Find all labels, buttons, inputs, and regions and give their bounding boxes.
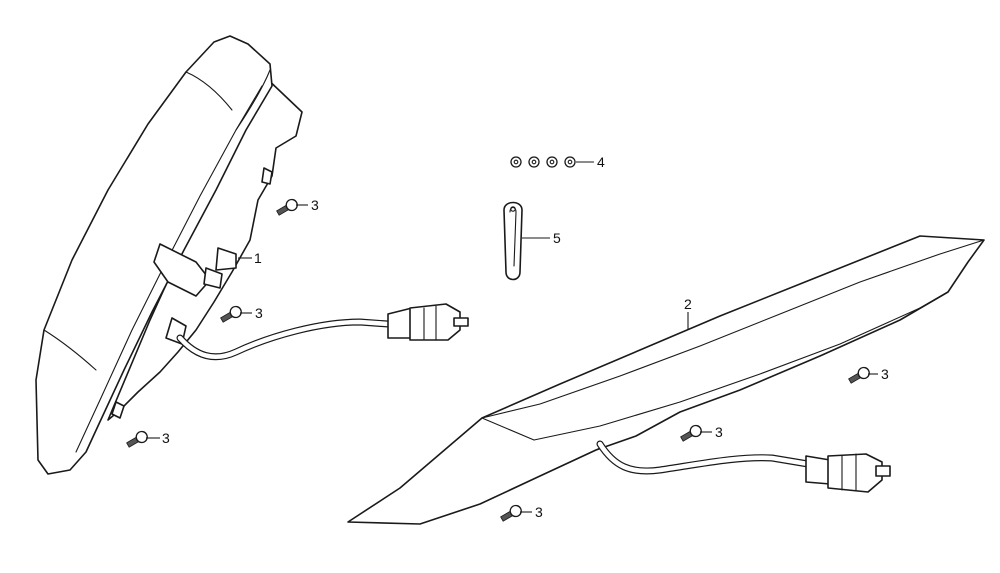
right-side-cover bbox=[347, 235, 985, 525]
washer bbox=[564, 156, 576, 168]
screw bbox=[126, 430, 148, 448]
screw bbox=[680, 424, 702, 442]
washer bbox=[546, 156, 558, 168]
screw bbox=[500, 504, 522, 522]
callout-screw-3: 3 bbox=[715, 424, 723, 440]
callout-screw-3: 3 bbox=[535, 504, 543, 520]
screw bbox=[848, 366, 870, 384]
grommet bbox=[503, 201, 550, 281]
callout-screw-3: 3 bbox=[255, 305, 263, 321]
callout-part-1: 1 bbox=[254, 250, 262, 266]
callout-screw-3: 3 bbox=[162, 430, 170, 446]
washer-set bbox=[510, 156, 594, 168]
right-wire-harness bbox=[596, 440, 891, 493]
right-connector bbox=[805, 453, 891, 493]
washer bbox=[528, 156, 540, 168]
left-side-cover bbox=[35, 35, 303, 475]
callout-screw-3: 3 bbox=[311, 197, 319, 213]
callout-part-4: 4 bbox=[597, 154, 605, 170]
callout-part-2: 2 bbox=[684, 296, 692, 312]
screw bbox=[276, 198, 298, 216]
washer bbox=[510, 156, 522, 168]
screw bbox=[220, 305, 242, 323]
left-connector bbox=[387, 303, 469, 341]
left-wire-harness bbox=[176, 303, 469, 361]
callout-part-5: 5 bbox=[553, 230, 561, 246]
callout-screw-3: 3 bbox=[881, 366, 889, 382]
